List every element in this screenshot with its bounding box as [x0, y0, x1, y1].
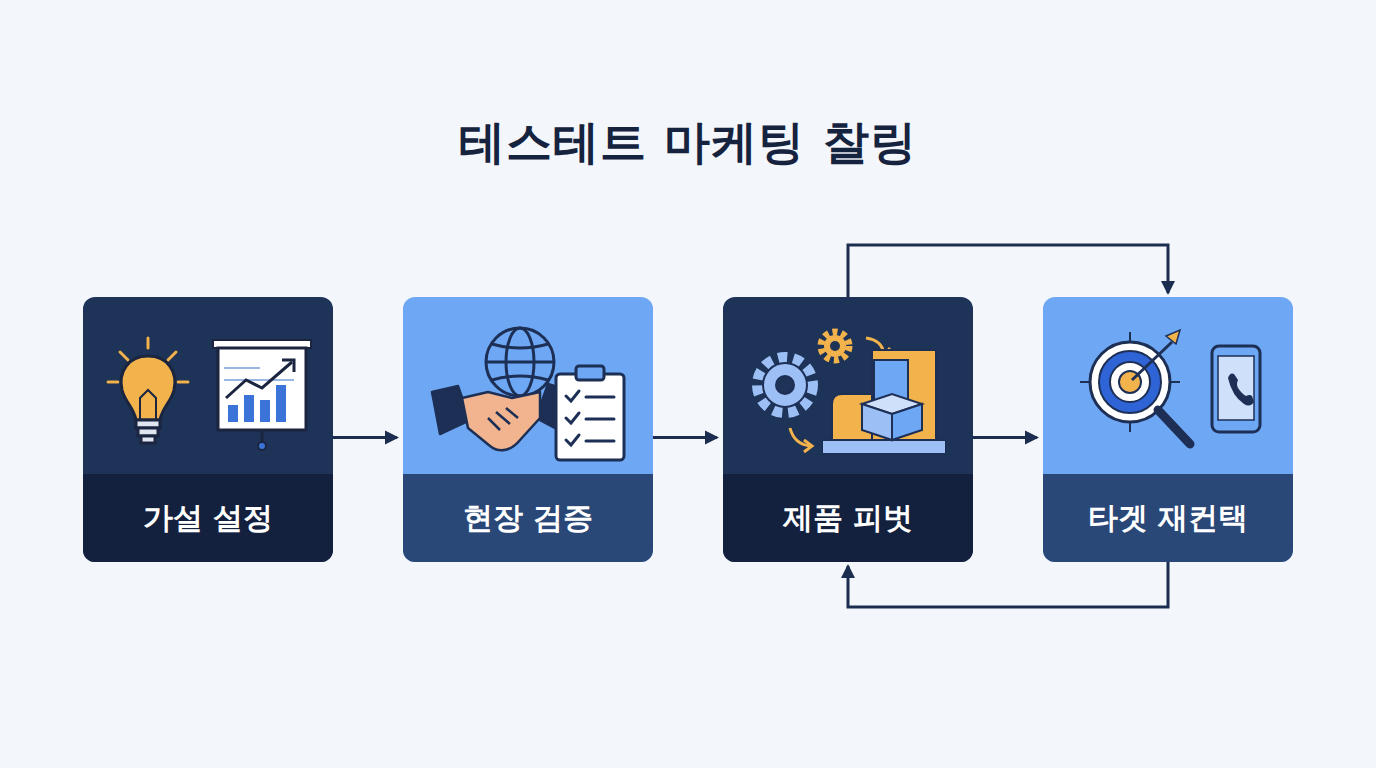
label-band: 제품 피벗 [723, 474, 973, 562]
box-label: 현장 검증 [463, 498, 593, 539]
box-label: 타겟 재컨택 [1088, 498, 1248, 539]
lightbulb-icon [108, 338, 188, 443]
flow-arrow [848, 562, 1168, 607]
block-icon [822, 350, 946, 454]
label-band: 가설 설정 [83, 474, 333, 562]
process-box: 제품 피벗 [723, 297, 973, 562]
box-label: 제품 피벗 [783, 498, 913, 539]
process-box: 현장 검증 [403, 297, 653, 562]
flow-arrow [973, 436, 1037, 439]
flow-arrow [848, 245, 1168, 297]
gear-icon [758, 332, 890, 452]
handshake-icon [432, 384, 574, 450]
clipboard-icon [556, 366, 624, 460]
process-box: 타겟 재컨택 [1043, 297, 1293, 562]
target-icon [1080, 330, 1190, 444]
diagram-title: 테스테트 마케팅 찰링 [0, 112, 1376, 174]
label-band: 현장 검증 [403, 474, 653, 562]
box-label: 가설 설정 [143, 498, 273, 539]
flow-arrow [333, 436, 397, 439]
process-box: 가설 설정 [83, 297, 333, 562]
chart-board-icon [213, 340, 311, 450]
label-band: 타겟 재컨택 [1043, 474, 1293, 562]
globe-icon [486, 328, 554, 396]
phone-icon [1212, 346, 1260, 432]
flow-arrow [653, 436, 717, 439]
